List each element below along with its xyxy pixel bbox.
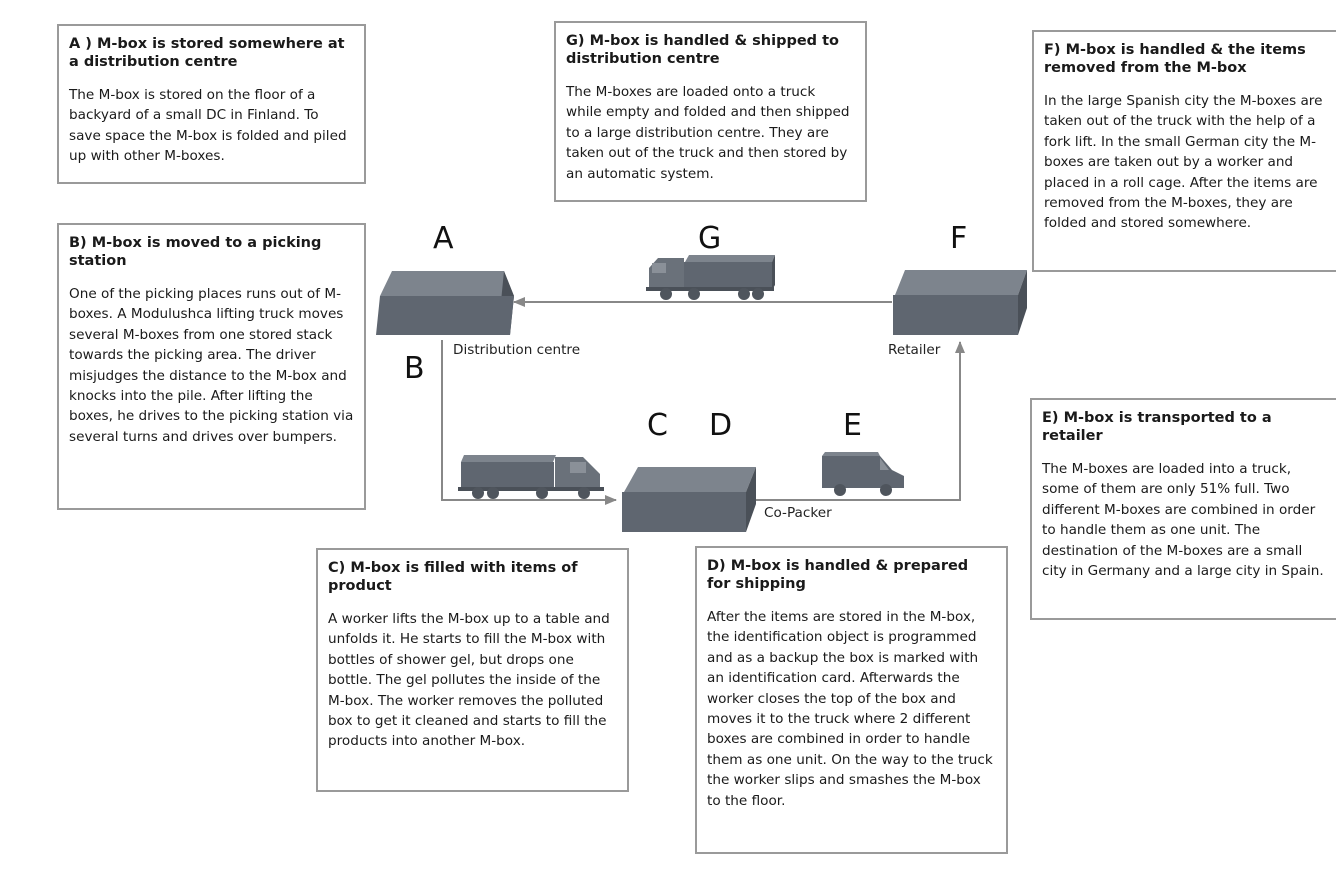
- step-d-text: After the items are stored in the M-box,…: [707, 609, 993, 809]
- truck-g: [646, 255, 775, 300]
- label-co-packer: Co-Packer: [764, 505, 832, 521]
- letter-d: D: [709, 408, 733, 443]
- step-d-title: D) M-box is handled & prepared for shipp…: [707, 558, 969, 592]
- co-packer-building: [622, 467, 756, 532]
- arrow-dc-to-copacker: [441, 340, 617, 505]
- step-c-box: C) M-box is filled with items of product…: [316, 548, 629, 792]
- step-g-box: G) M-box is handled & shipped to distrib…: [554, 21, 867, 202]
- step-g-title: G) M-box is handled & shipped to distrib…: [566, 33, 839, 67]
- step-c-text: A worker lifts the M-box up to a table a…: [328, 611, 610, 750]
- letter-a: A: [433, 221, 454, 256]
- step-f-title: F) M-box is handled & the items removed …: [1044, 42, 1306, 76]
- van-e: [822, 452, 904, 496]
- letter-b: B: [404, 351, 425, 386]
- retailer-building: [893, 270, 1027, 335]
- step-f-box: F) M-box is handled & the items removed …: [1032, 30, 1336, 272]
- letter-g: G: [698, 221, 722, 256]
- label-retailer: Retailer: [888, 342, 941, 358]
- step-e-title: E) M-box is transported to a retailer: [1042, 410, 1272, 444]
- arrow-copacker-to-retailer: [756, 341, 965, 501]
- step-a-text: The M-box is stored on the floor of a ba…: [69, 87, 347, 165]
- letter-e: E: [843, 408, 862, 443]
- step-e-text: The M-boxes are loaded into a truck, som…: [1042, 461, 1324, 580]
- label-distribution-centre: Distribution centre: [453, 342, 581, 358]
- step-a-box: A ) M-box is stored somewhere at a distr…: [57, 24, 366, 184]
- step-b-title: B) M-box is moved to a picking station: [69, 235, 322, 269]
- step-g-text: The M-boxes are loaded onto a truck whil…: [566, 84, 850, 182]
- distribution-centre-building: [376, 271, 514, 335]
- step-b-text: One of the picking places runs out of M-…: [69, 286, 354, 445]
- letter-c: C: [647, 408, 668, 443]
- step-c-title: C) M-box is filled with items of product: [328, 560, 578, 594]
- step-d-box: D) M-box is handled & prepared for shipp…: [695, 546, 1008, 854]
- step-b-box: B) M-box is moved to a picking station O…: [57, 223, 366, 510]
- step-e-box: E) M-box is transported to a retailer Th…: [1030, 398, 1336, 620]
- step-a-title: A ) M-box is stored somewhere at a distr…: [69, 36, 345, 70]
- step-f-text: In the large Spanish city the M-boxes ar…: [1044, 93, 1323, 232]
- truck-cd: [458, 455, 604, 499]
- letter-f: F: [950, 221, 968, 256]
